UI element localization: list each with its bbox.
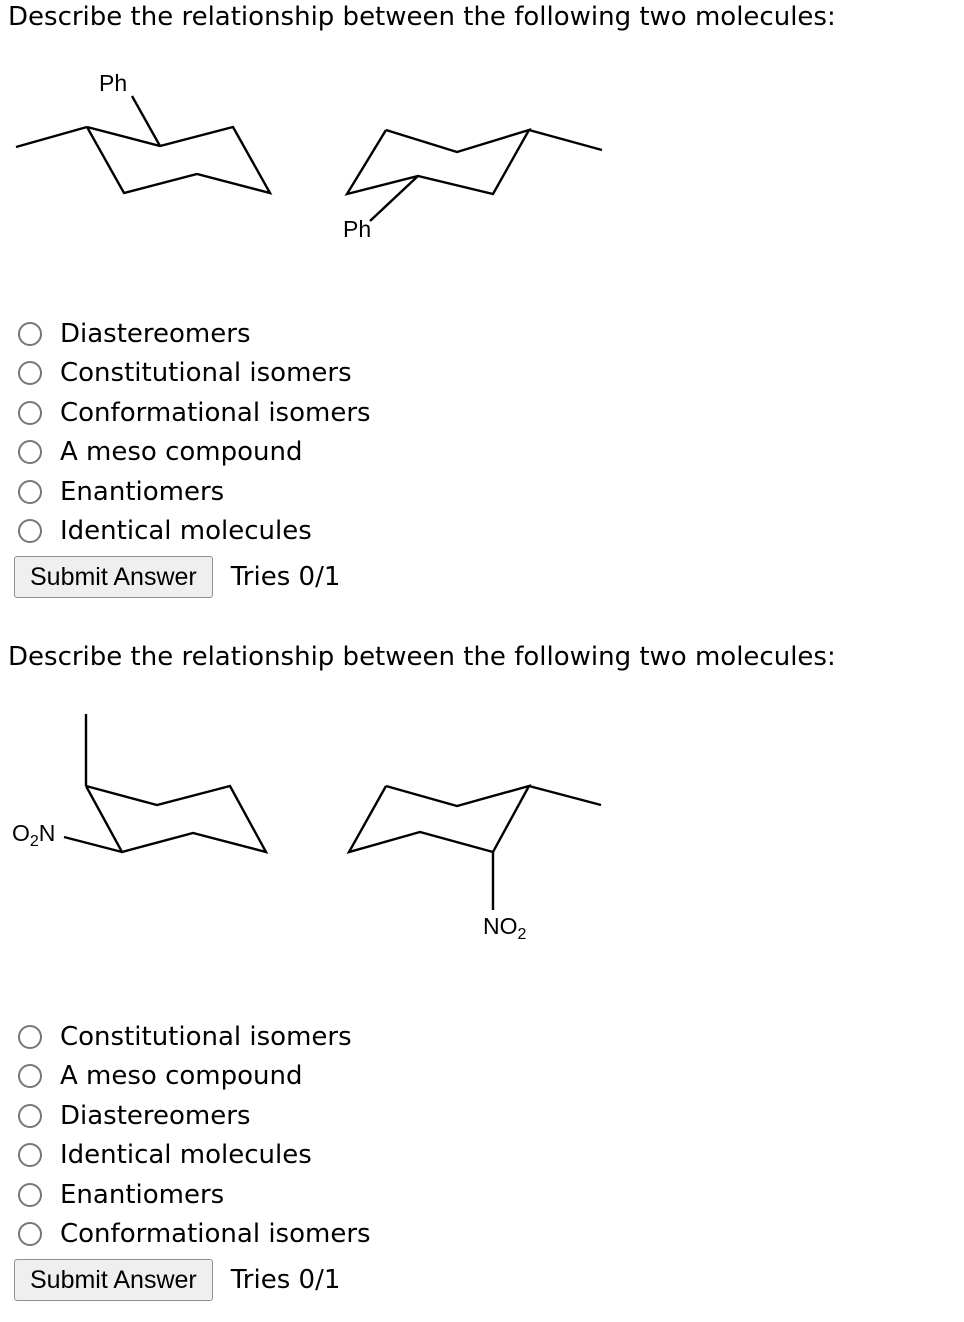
- q1-choice-identical-molecules[interactable]: Identical molecules: [0, 512, 371, 552]
- radio-button[interactable]: [18, 400, 42, 425]
- q2-left-nitro-subscript: 2: [30, 833, 39, 850]
- radio-button[interactable]: [18, 1064, 42, 1089]
- choice-label: A meso compound: [60, 1061, 303, 1092]
- q2-choice-enantiomers[interactable]: Enantiomers: [0, 1175, 371, 1215]
- q2-choice-conformational-isomers[interactable]: Conformational isomers: [0, 1215, 371, 1255]
- q1-left-phenyl-bond: [130, 95, 162, 147]
- choice-label: Conformational isomers: [60, 397, 371, 428]
- radio-button[interactable]: [18, 1182, 42, 1207]
- q2-choice-constitutional-isomers[interactable]: Constitutional isomers: [0, 1017, 371, 1057]
- radio-button[interactable]: [18, 1103, 42, 1128]
- choice-label: Diastereomers: [60, 1100, 251, 1131]
- choice-label: Constitutional isomers: [60, 1021, 352, 1052]
- question-1-molecules-figure: Ph Ph: [0, 55, 640, 255]
- question-2-prompt: Describe the relationship between the fo…: [8, 642, 836, 672]
- q2-right-cyclohexane-chair: NO2: [346, 784, 602, 943]
- q2-right-nitro-no: NO: [483, 913, 518, 939]
- question-2-structures-svg: O2N NO2: [12, 714, 602, 943]
- q2-choice-identical-molecules[interactable]: Identical molecules: [0, 1136, 371, 1176]
- choice-label: Enantiomers: [60, 476, 225, 507]
- choice-label: Identical molecules: [60, 516, 312, 547]
- q1-right-cyclohexane-chair: Ph: [343, 127, 603, 242]
- q2-right-nitro-subscript: 2: [518, 926, 527, 943]
- q1-tries-counter: Tries 0/1: [230, 562, 341, 592]
- q2-left-nitro-o: O: [12, 820, 30, 846]
- q2-left-cyclohexane-chair: O2N: [12, 714, 269, 854]
- q1-right-phenyl-bond: [369, 175, 419, 222]
- radio-button[interactable]: [18, 440, 42, 465]
- radio-button[interactable]: [18, 1024, 42, 1049]
- radio-button[interactable]: [18, 321, 42, 346]
- q2-right-ring: [346, 784, 532, 854]
- q1-left-phenyl-label: Ph: [99, 70, 127, 96]
- choice-label: A meso compound: [60, 437, 303, 468]
- q2-choice-meso-compound[interactable]: A meso compound: [0, 1057, 371, 1097]
- q2-choice-diastereomers[interactable]: Diastereomers: [0, 1096, 371, 1136]
- question-2-molecules-figure: O2N NO2: [0, 700, 640, 950]
- choice-label: Diastereomers: [60, 318, 251, 349]
- q1-choice-diastereomers[interactable]: Diastereomers: [0, 314, 371, 354]
- question-2-submit-row: Submit Answer Tries 0/1: [14, 1259, 340, 1301]
- radio-button[interactable]: [18, 361, 42, 386]
- question-1-submit-row: Submit Answer Tries 0/1: [14, 556, 340, 598]
- q1-submit-answer-button[interactable]: Submit Answer: [14, 556, 213, 598]
- q2-right-methyl-bond: [528, 784, 602, 807]
- choice-label: Conformational isomers: [60, 1219, 371, 1250]
- q1-choice-enantiomers[interactable]: Enantiomers: [0, 472, 371, 512]
- q2-left-nitro-label: O2N: [12, 820, 55, 850]
- q1-right-methyl-bond: [528, 128, 603, 152]
- question-1-structures-svg: Ph Ph: [15, 70, 603, 242]
- q1-left-cyclohexane-chair: Ph: [15, 70, 273, 195]
- radio-button[interactable]: [18, 1222, 42, 1247]
- q1-choice-meso-compound[interactable]: A meso compound: [0, 433, 371, 473]
- choice-label: Identical molecules: [60, 1140, 312, 1171]
- radio-button[interactable]: [18, 519, 42, 544]
- radio-button[interactable]: [18, 479, 42, 504]
- q1-right-ring: [344, 127, 532, 196]
- question-1-choice-list: Diastereomers Constitutional isomers Con…: [0, 314, 371, 551]
- q2-submit-answer-button[interactable]: Submit Answer: [14, 1259, 213, 1301]
- q2-left-ring: [84, 784, 269, 854]
- q1-left-methyl-bond: [15, 125, 88, 149]
- q1-choice-conformational-isomers[interactable]: Conformational isomers: [0, 393, 371, 433]
- question-1-prompt: Describe the relationship between the fo…: [8, 2, 836, 32]
- q1-choice-constitutional-isomers[interactable]: Constitutional isomers: [0, 354, 371, 394]
- q1-left-ring: [85, 125, 273, 195]
- choice-label: Enantiomers: [60, 1179, 225, 1210]
- q1-right-phenyl-label: Ph: [343, 216, 371, 242]
- question-2-choice-list: Constitutional isomers A meso compound D…: [0, 1017, 371, 1254]
- choice-label: Constitutional isomers: [60, 358, 352, 389]
- q2-tries-counter: Tries 0/1: [230, 1265, 341, 1295]
- radio-button[interactable]: [18, 1143, 42, 1168]
- q2-right-nitro-label: NO2: [483, 913, 527, 943]
- q2-left-nitro-bond: [63, 835, 123, 854]
- q2-left-nitro-n: N: [39, 820, 56, 846]
